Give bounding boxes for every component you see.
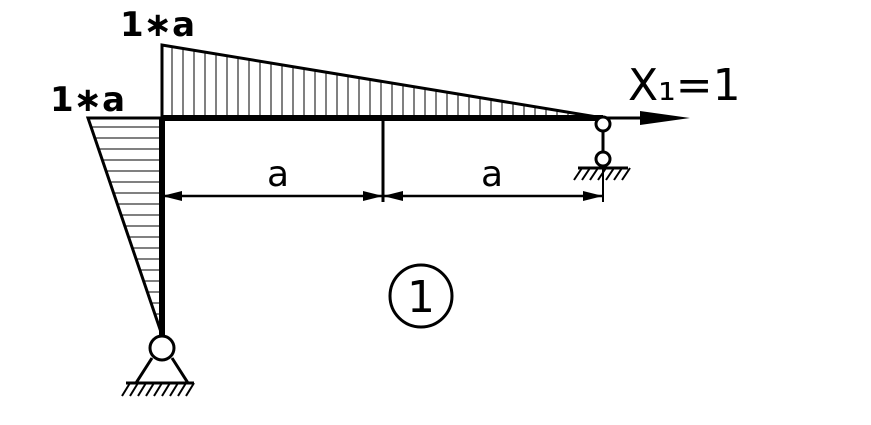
state-number-badge: 1 (388, 263, 454, 329)
moment-label-top: 1∗a (120, 5, 195, 45)
beam-moment-diagram (160, 43, 604, 120)
moment-label-left: 1∗a (50, 80, 125, 120)
span-right-label: a (481, 154, 503, 195)
column-moment-hatching (91, 126, 162, 326)
state-number-text: 1 (407, 272, 435, 323)
span-left-label: a (267, 154, 289, 195)
right-roller-support (573, 115, 631, 181)
column-moment-diagram (85, 116, 164, 336)
beam-moment-hatching (171, 46, 591, 118)
force-arrow (603, 111, 690, 125)
force-label: X₁=1 (628, 60, 741, 111)
bottom-pin-support (121, 334, 195, 397)
frame-structure (159, 115, 603, 335)
